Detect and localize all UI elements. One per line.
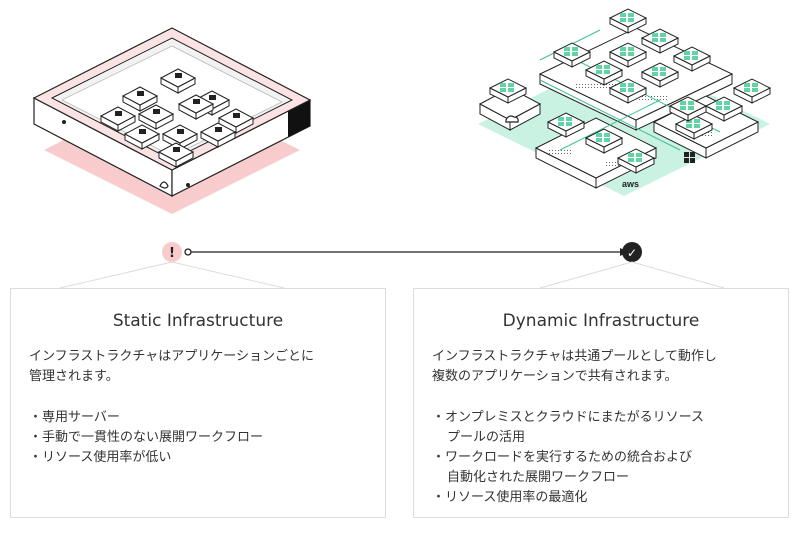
static-server-block bbox=[159, 68, 197, 94]
dynamic-bullet-line: ・オンプレミスとクラウドにまたがるリソース bbox=[432, 410, 704, 425]
workload-node bbox=[616, 148, 656, 174]
dotted-shadow bbox=[605, 160, 627, 166]
workload-node bbox=[488, 78, 528, 104]
workload-node bbox=[584, 60, 624, 86]
dynamic-bullet-line: プールの活用 bbox=[447, 430, 526, 445]
aws-logo: aws bbox=[622, 179, 639, 189]
dynamic-description-line: インフラストラクチャは共通プールとして動作し bbox=[432, 349, 717, 364]
static-logo-icon bbox=[159, 181, 169, 189]
static-server-block bbox=[161, 124, 199, 150]
svg-text:✓: ✓ bbox=[627, 246, 637, 260]
static-server-illustration bbox=[32, 27, 312, 214]
workload-node bbox=[584, 128, 624, 154]
svg-text:!: ! bbox=[169, 246, 175, 261]
workload-node bbox=[732, 78, 772, 104]
workload-node bbox=[672, 46, 712, 72]
workload-node bbox=[608, 42, 648, 68]
workload-node bbox=[608, 8, 648, 34]
dotted-shadow bbox=[548, 150, 572, 156]
static-description-line: インフラストラクチャはアプリケーションごとに bbox=[29, 349, 314, 364]
static-title: Static Infrastructure bbox=[112, 311, 284, 331]
static-server-block bbox=[99, 106, 137, 132]
workload-node bbox=[640, 62, 680, 88]
static-server-block bbox=[217, 108, 255, 134]
static-server-block bbox=[121, 86, 159, 112]
windows-icon bbox=[684, 152, 695, 163]
transition-arrow bbox=[184, 248, 628, 256]
dynamic-title: Dynamic Infrastructure bbox=[502, 311, 700, 331]
static-bullet: ・リソース使用率が低い bbox=[29, 450, 172, 465]
dotted-shadow bbox=[576, 82, 616, 88]
dynamic-bullet-line: 自動化された展開ワークフロー bbox=[447, 470, 630, 485]
dynamic-pool-illustration: aws bbox=[478, 8, 772, 196]
dynamic-callout-pointer bbox=[539, 261, 725, 289]
dynamic-bullet: ・オンプレミスとクラウドにまたがるリソース プールの活用 bbox=[432, 408, 782, 448]
dynamic-description: インフラストラクチャは共通プールとして動作し 複数のアプリケーションで共有されま… bbox=[432, 347, 778, 387]
workload-node bbox=[546, 112, 586, 138]
workload-node bbox=[640, 28, 680, 54]
static-bullet: ・専用サーバー bbox=[29, 410, 120, 425]
warning-icon: ! bbox=[162, 242, 182, 262]
static-bullet: ・手動で一貫性のない展開ワークフロー bbox=[29, 430, 264, 445]
dynamic-bullet-line: ・ワークロードを実行するための統合および bbox=[432, 450, 693, 465]
cloud-icon bbox=[505, 115, 519, 123]
dynamic-description-line: 複数のアプリケーションで共有されます。 bbox=[432, 369, 678, 384]
workload-node bbox=[704, 96, 744, 122]
dynamic-infrastructure-card: Dynamic Infrastructure インフラストラクチャは共通プールと… bbox=[413, 288, 789, 518]
static-description-line: 管理されます。 bbox=[29, 369, 119, 384]
static-server-block bbox=[137, 104, 175, 130]
workload-node bbox=[608, 78, 648, 104]
workload-node bbox=[552, 42, 592, 68]
static-infrastructure-card: Static Infrastructure インフラストラクチャはアプリケーショ… bbox=[10, 288, 386, 518]
dynamic-bullet-list: ・オンプレミスとクラウドにまたがるリソース プールの活用 ・ワークロードを実行す… bbox=[432, 408, 782, 508]
static-server-block bbox=[199, 122, 237, 148]
check-icon: ✓ bbox=[622, 242, 642, 262]
static-description: インフラストラクチャはアプリケーションごとに 管理されます。 bbox=[29, 347, 375, 387]
pool-link bbox=[559, 99, 661, 151]
dynamic-bullet: ・ワークロードを実行するための統合および 自動化された展開ワークフロー bbox=[432, 448, 782, 488]
dynamic-bullet: ・リソース使用率の最適化 bbox=[432, 490, 588, 505]
static-server-block bbox=[123, 124, 161, 150]
static-server-block bbox=[157, 142, 195, 168]
static-bullet-list: ・専用サーバー ・手動で一貫性のない展開ワークフロー ・リソース使用率が低い bbox=[29, 408, 379, 468]
workload-node bbox=[668, 96, 708, 122]
pool-link bbox=[539, 79, 681, 151]
static-server-block bbox=[177, 94, 215, 120]
static-callout-pointer bbox=[59, 261, 285, 289]
